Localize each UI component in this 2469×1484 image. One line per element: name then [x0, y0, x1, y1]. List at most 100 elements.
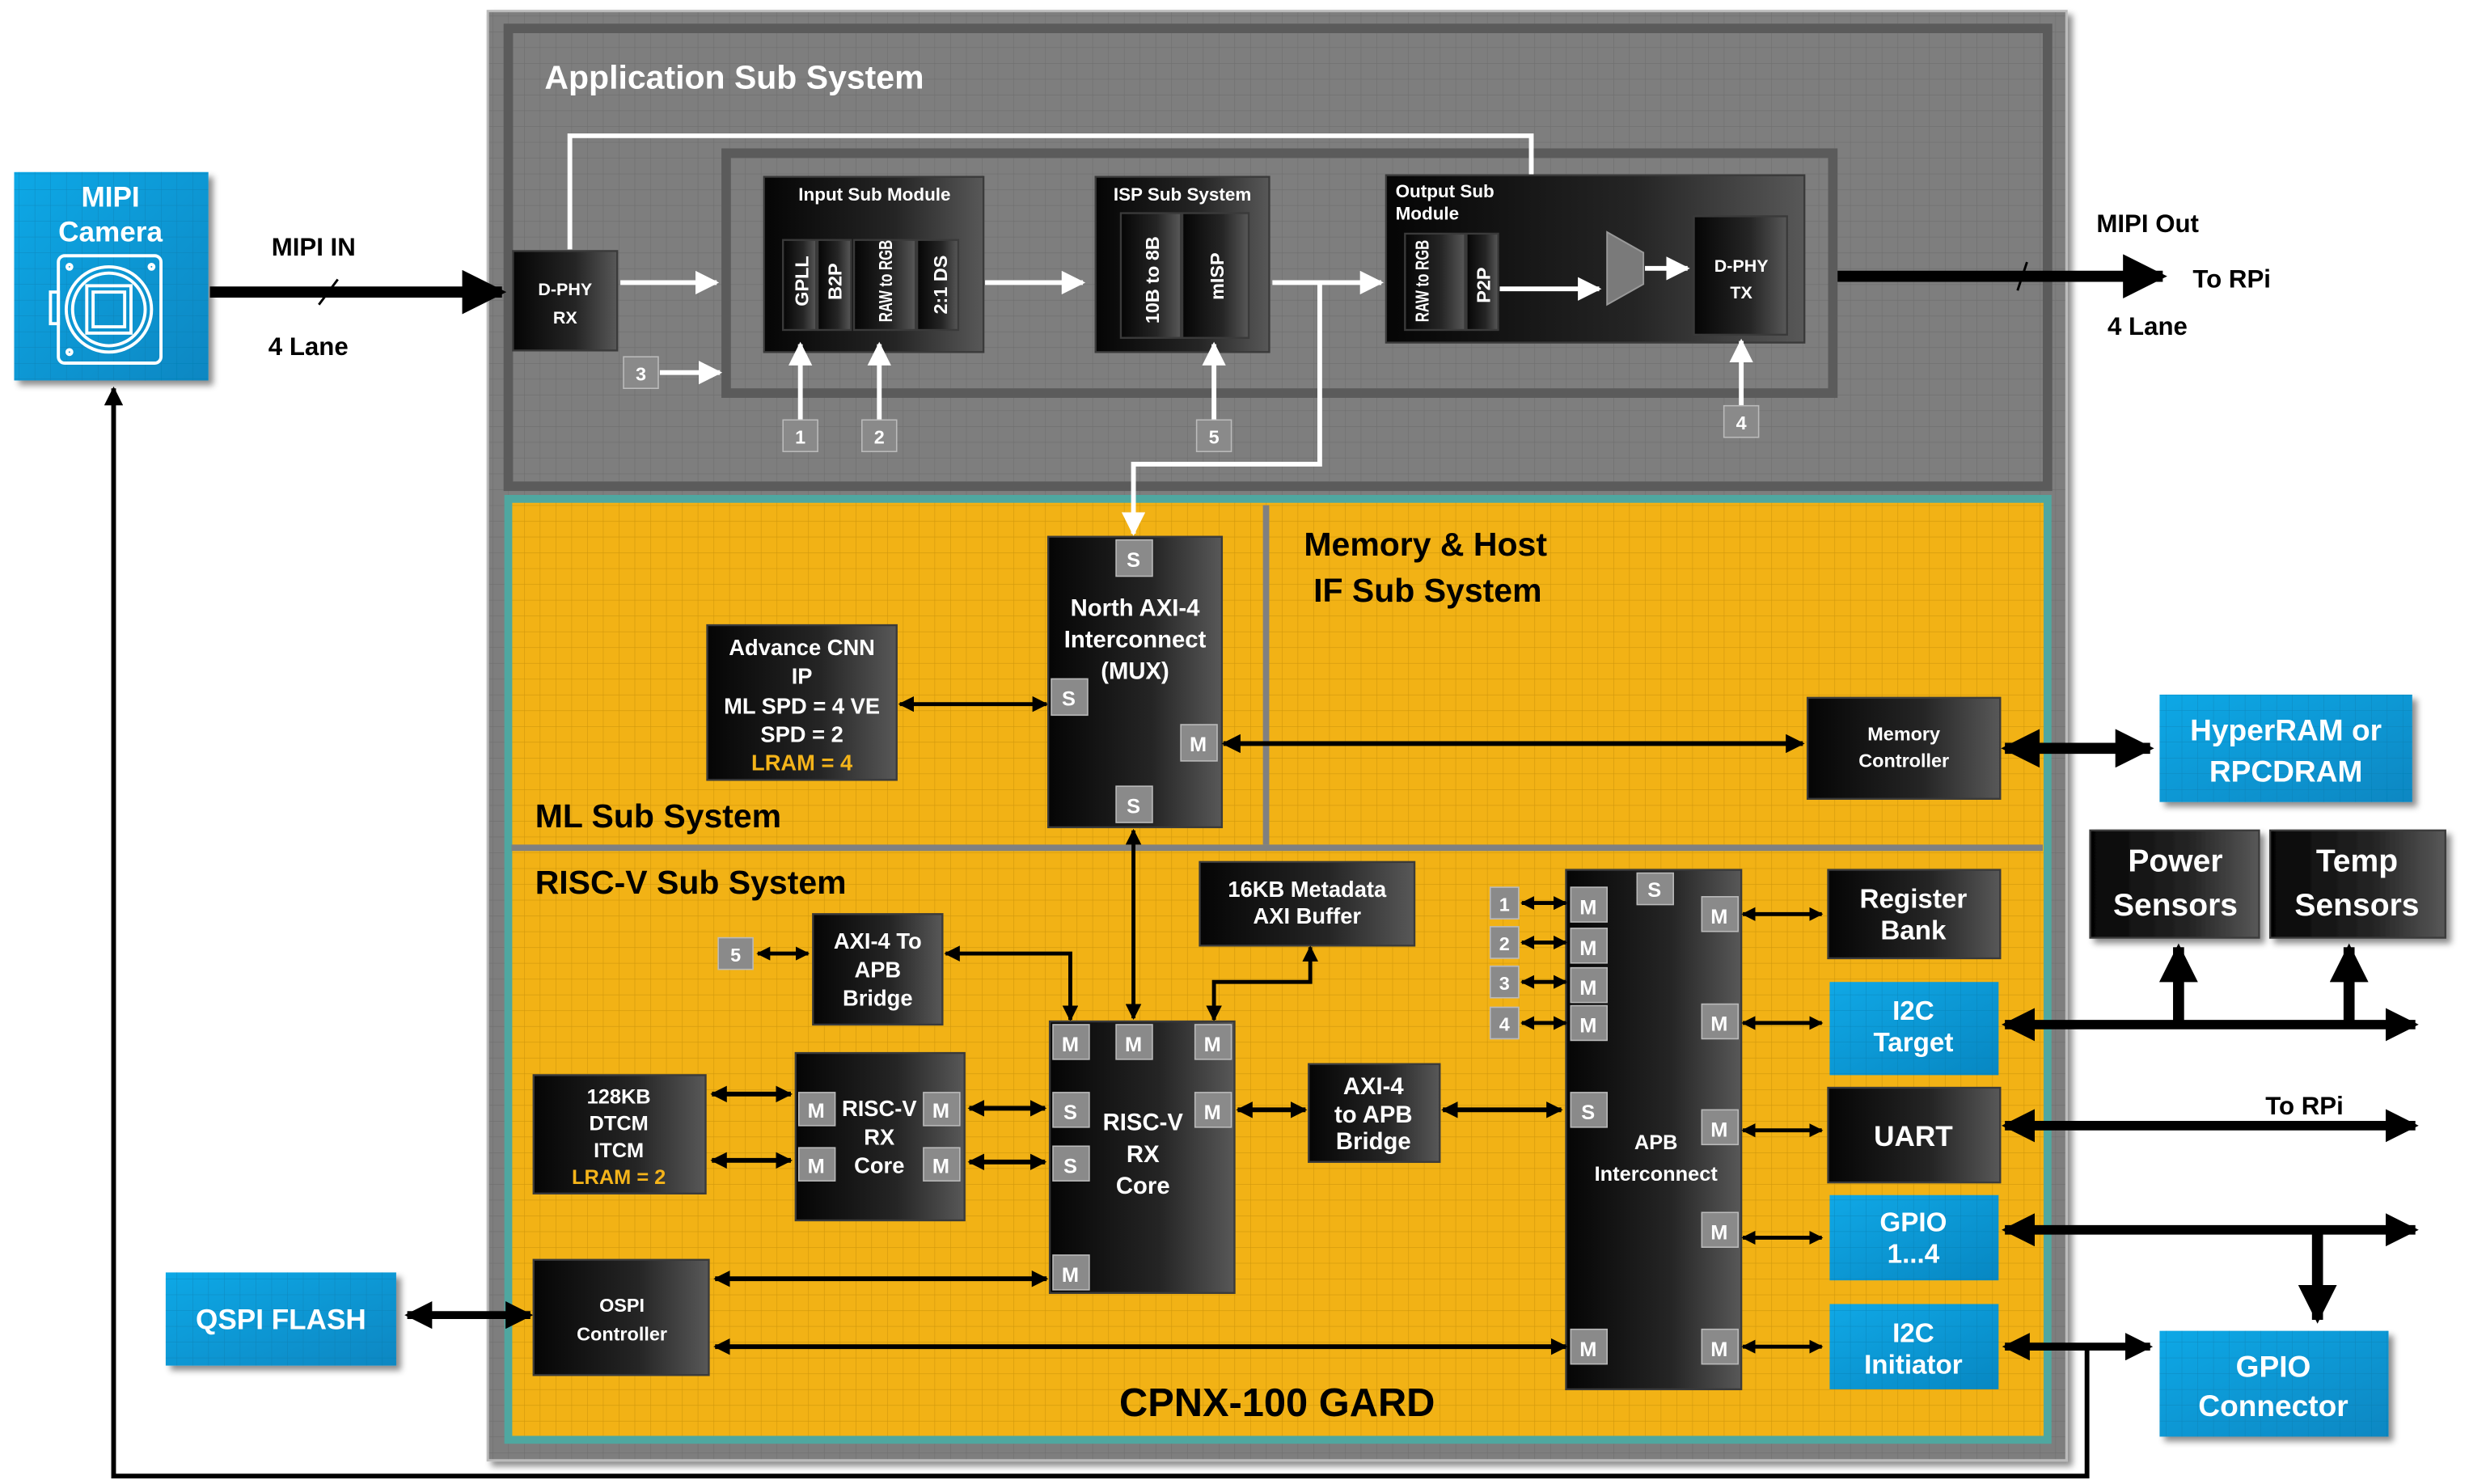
svg-text:I2C: I2C [1892, 996, 1934, 1026]
svg-text:Bridge: Bridge [1336, 1128, 1411, 1155]
apb-tags: 1 2 3 4 [1489, 886, 1520, 1040]
svg-text:3: 3 [1499, 973, 1510, 994]
riscv-metadata-path [1206, 945, 1318, 1022]
svg-text:North AXI-4: North AXI-4 [1071, 594, 1201, 621]
svg-text:RPCDRAM: RPCDRAM [2209, 754, 2363, 788]
main-port-m-top-1: M [1052, 1024, 1090, 1060]
isp-sub-system[interactable]: ISP Sub System 10B to 8B mISP [1094, 175, 1270, 353]
svg-text:2: 2 [1499, 933, 1510, 954]
svg-text:S: S [1647, 879, 1661, 902]
svg-text:RX: RX [1127, 1141, 1160, 1168]
apb-port-s-left: S [1570, 1092, 1608, 1128]
tag-5-app: 5 [1195, 419, 1232, 453]
svg-text:I2C: I2C [1892, 1318, 1934, 1348]
main-port-s-2: S [1052, 1145, 1090, 1182]
uart-block[interactable]: UART [1827, 1086, 2002, 1184]
svg-text:AXI-4: AXI-4 [1343, 1073, 1405, 1100]
i2c-initiator-block[interactable]: I2C Initiator [1829, 1304, 1999, 1389]
svg-text:Controller: Controller [577, 1323, 667, 1344]
output-sub-module[interactable]: Output Sub Module RAW to RGB P2P D-PHY T… [1385, 174, 1806, 344]
memory-controller-block[interactable]: Memory Controller [1806, 696, 2002, 800]
temp-sensors-block[interactable]: Temp Sensors [2268, 829, 2446, 939]
apb-interconnect[interactable]: APB Interconnect S M M M M S M M M M M M [1565, 869, 1743, 1391]
core-port-m: M [797, 1147, 836, 1182]
i2c-target-block[interactable]: I2C Target [1829, 982, 1999, 1076]
svg-text:S: S [1581, 1101, 1595, 1124]
axi-apb-bridge-block[interactable]: AXI-4 to APB Bridge [1308, 1063, 1441, 1163]
svg-text:RISC-V: RISC-V [1103, 1110, 1184, 1136]
apb-port-m-2: M [1570, 928, 1608, 964]
cnn-ip-block[interactable]: Advance CNN IP ML SPD = 4 VE SPD = 2 LRA… [706, 624, 898, 781]
axi-port-m-right: M [1180, 724, 1218, 762]
apb-tag-3: 3 [1489, 965, 1520, 999]
svg-text:Power: Power [2128, 844, 2222, 879]
dphy-tx-block[interactable]: D-PHY TX [1693, 215, 1788, 336]
mipi-out-label: MIPI Out [2096, 209, 2199, 238]
stage-raw-to-rgb: RAW to RGB [852, 239, 917, 332]
memory-subsystem-title: Memory & Host [1304, 526, 1547, 563]
svg-text:Bridge: Bridge [843, 986, 913, 1011]
svg-text:to APB: to APB [1334, 1101, 1412, 1128]
camera-icon [49, 254, 163, 365]
svg-text:Sensors: Sensors [2294, 888, 2419, 923]
apb-port-m-r2: M [1701, 1003, 1740, 1040]
svg-text:Memory: Memory [1867, 724, 1940, 745]
svg-text:M: M [1125, 1034, 1142, 1056]
main-port-m-bottom: M [1052, 1254, 1090, 1291]
svg-text:SPD = 2: SPD = 2 [760, 722, 843, 747]
apb-port-m-3: M [1570, 966, 1608, 1004]
svg-text:M: M [932, 1100, 949, 1123]
ospi-controller-block[interactable]: OSPI Controller [532, 1258, 710, 1376]
core-port-m: M [923, 1147, 961, 1182]
riscv-core-main[interactable]: RISC-V RX Core M M M S S M M [1048, 1020, 1236, 1294]
memory-subsystem-title: IF Sub System [1313, 572, 1541, 609]
uart-dest-label: To RPi [2265, 1092, 2344, 1120]
north-axi-interconnect[interactable]: North AXI-4 Interconnect (MUX) S S M S [1046, 535, 1224, 829]
svg-text:RAW to RGB: RAW to RGB [1412, 240, 1433, 323]
svg-text:5: 5 [730, 945, 741, 966]
apb-port-m-bottom-left: M [1570, 1328, 1608, 1365]
svg-text:M: M [1062, 1264, 1079, 1287]
dphy-rx-label: D-PHY [538, 280, 592, 299]
isp-to-axi-path [1121, 282, 1322, 536]
apb-peripheral-arrows [1741, 907, 1824, 1354]
apb-tag-4: 4 [1489, 1006, 1520, 1040]
svg-text:(MUX): (MUX) [1101, 657, 1169, 684]
svg-text:Sensors: Sensors [2113, 888, 2238, 923]
svg-text:1: 1 [795, 427, 805, 448]
main-port-s-1: S [1052, 1092, 1090, 1128]
svg-text:Target: Target [1873, 1028, 1953, 1058]
apb-port-m-4: M [1570, 1004, 1608, 1042]
hyperram-block[interactable]: HyperRAM or RPCDRAM [2159, 694, 2412, 802]
svg-text:2: 2 [874, 427, 885, 448]
svg-text:Controller: Controller [1858, 750, 1949, 772]
mipi-camera-block[interactable]: MIPI Camera [14, 171, 209, 381]
tag-5-riscv: 5 [717, 936, 754, 970]
metadata-buffer-block[interactable]: 16KB Metadata AXI Buffer [1199, 860, 1416, 947]
main-port-m-top-2: M [1115, 1024, 1153, 1060]
gpio-block[interactable]: GPIO 1...4 [1829, 1194, 1999, 1281]
gpio-connector-block[interactable]: GPIO Connector [2159, 1330, 2389, 1437]
riscv-core-small[interactable]: RISC-V RX Core M M M M [794, 1051, 966, 1222]
app-subsystem-title: Application Sub System [544, 58, 924, 95]
power-sensors-block[interactable]: Power Sensors [2089, 829, 2260, 939]
svg-text:3: 3 [636, 363, 646, 384]
input-sub-module[interactable]: Input Sub Module GPLL B2P RAW to RGB 2:1… [763, 175, 985, 353]
axi-apb-bridge-top[interactable]: AXI-4 To APB Bridge [812, 913, 944, 1026]
dphy-rx-block[interactable]: D-PHY RX [512, 250, 619, 352]
svg-text:M: M [1579, 1015, 1596, 1038]
register-bank-block[interactable]: Register Bank [1827, 869, 2002, 960]
tag-4: 4 [1723, 404, 1760, 438]
svg-text:M: M [932, 1155, 949, 1177]
app-subsystem-panel [503, 23, 2053, 492]
qspi-flash-block[interactable]: QSPI FLASH [165, 1272, 396, 1366]
svg-text:ITCM: ITCM [594, 1139, 644, 1162]
stage-10b-to-8b: 10B to 8B [1119, 212, 1182, 339]
apb-tag-arrows [1520, 896, 1568, 1030]
apb-port-m-r4: M [1701, 1211, 1740, 1248]
svg-text:4: 4 [1499, 1014, 1510, 1035]
tcm-block[interactable]: 128KB DTCM ITCM LRAM = 2 [532, 1074, 707, 1194]
stage-raw-to-rgb-out: RAW to RGB [1404, 232, 1466, 332]
svg-text:M: M [808, 1155, 825, 1177]
core-port-m: M [797, 1092, 836, 1127]
